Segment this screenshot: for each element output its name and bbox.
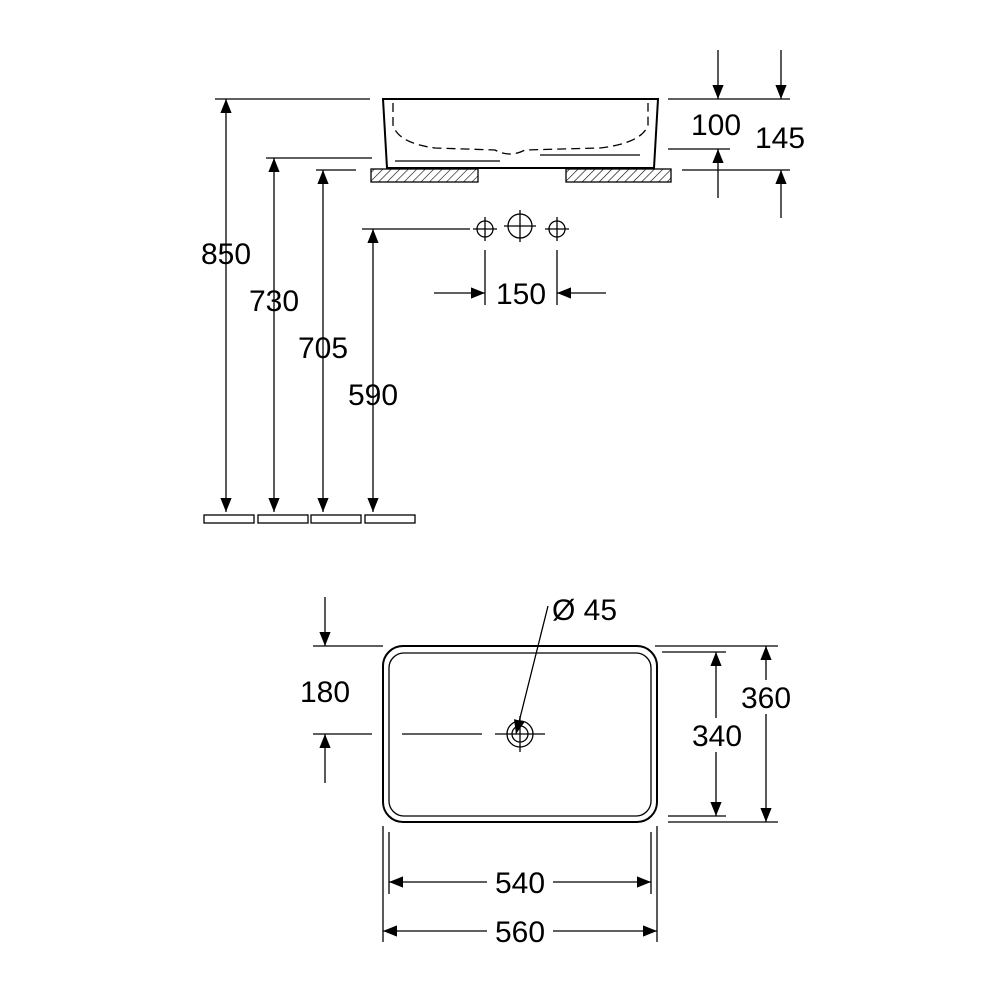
floor-plate xyxy=(203,514,255,524)
diameter-leader xyxy=(513,605,549,735)
dim-850: 850 xyxy=(201,238,251,271)
basin-outline xyxy=(381,98,660,169)
dim-360: 360 xyxy=(741,682,791,715)
dim-180: 180 xyxy=(300,676,350,709)
floor-plate xyxy=(257,514,309,524)
drain xyxy=(495,716,545,752)
top-view: Ø 45 180 340 360 540 560 xyxy=(300,594,796,949)
dim-100: 100 xyxy=(691,109,741,142)
dim-540: 540 xyxy=(495,867,545,900)
dim-diameter-45: Ø 45 xyxy=(552,594,617,627)
dim-150: 150 xyxy=(496,278,546,311)
basin-inner-dashed xyxy=(392,103,649,155)
tap-hole-right xyxy=(545,217,569,241)
dim-590: 590 xyxy=(348,379,398,412)
countertop-right xyxy=(565,168,672,183)
basin-outer-outline xyxy=(382,645,658,823)
floor-plate xyxy=(310,514,362,524)
dim-730: 730 xyxy=(249,285,299,318)
dim-560: 560 xyxy=(495,916,545,949)
basin-inner-outline xyxy=(388,652,652,817)
dim-145: 145 xyxy=(755,122,805,155)
countertop-left xyxy=(370,168,479,183)
dim-705: 705 xyxy=(298,332,348,365)
dim-340: 340 xyxy=(692,720,742,753)
tap-hole-left xyxy=(473,217,497,241)
tap-hole-center xyxy=(504,210,536,242)
floor-plate xyxy=(364,514,416,524)
side-view: 850 730 705 590 100 145 150 xyxy=(201,50,805,524)
